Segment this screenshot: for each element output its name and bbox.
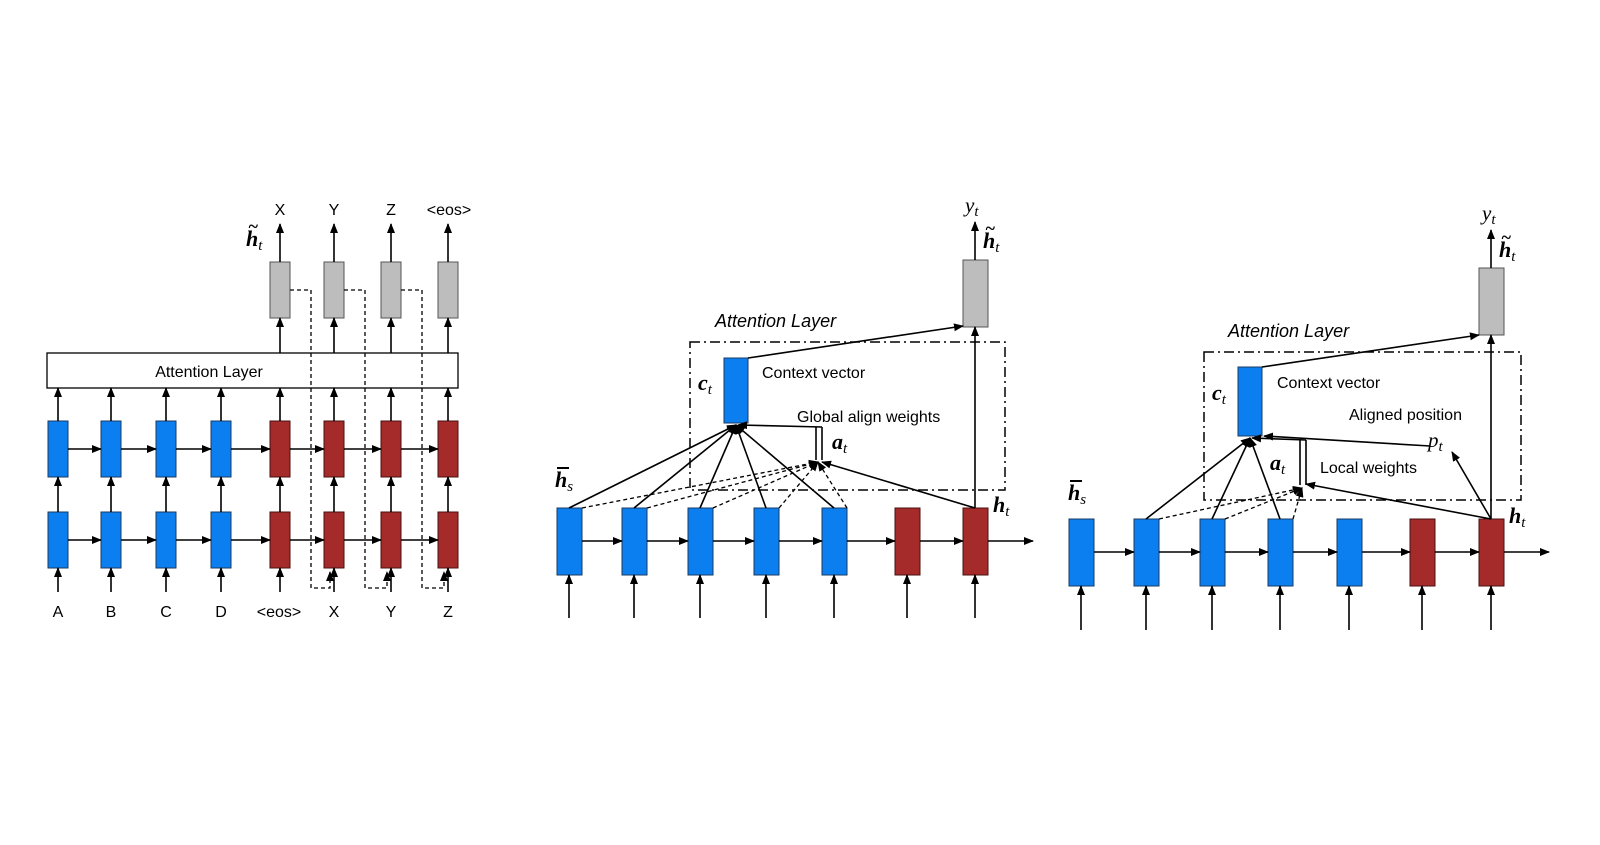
encoder-cell [1133,518,1160,587]
htilde-label: ht [1499,237,1516,265]
decoder-cell [380,511,402,569]
attention-layer-box [46,352,459,389]
yt-label: yt [963,193,979,220]
output-cell [437,261,459,319]
attention-layer-label: Attention Layer [155,364,263,381]
attention-layer-title: Attention Layer [1227,321,1350,341]
global-align-weights-label: Global align weights [797,409,940,426]
decoder-cell [1478,518,1505,587]
ct-label: ct [698,370,713,398]
context-vector-cell [1237,366,1263,437]
decoder-cell [269,511,291,569]
decoder-cell [894,507,921,576]
seq2seq-attention-panel: Attention Layer [46,202,471,621]
input-token: Y [386,604,397,621]
encoder-cell [155,511,177,569]
encoder-cell [155,420,177,478]
encoder-cell [210,420,232,478]
encoder-cell [821,507,848,576]
encoder-cell [753,507,780,576]
output-cell [962,259,989,328]
encoder-cell [47,511,69,569]
tilde-mark: ~ [985,218,995,238]
decoder-cell [962,507,989,576]
global-attention-panel: Attention Layer [555,193,1034,618]
encoder-cell [687,507,714,576]
local-attention-panel: Attention Layer [1068,201,1550,630]
input-token: X [329,604,340,621]
ht-label: ht [993,492,1010,520]
attention-layer-frame [689,341,1006,491]
decoder-cell [269,420,291,478]
output-token: Y [329,202,340,219]
at-label: at [832,429,848,457]
encoder-cell [1199,518,1226,587]
decoder-cell [1409,518,1436,587]
ht-label: ht [1509,503,1526,531]
pt-label: pt [1426,428,1444,455]
htilde-label: ht [246,226,263,254]
encoder-cell [100,420,122,478]
hs-label: hs [555,467,573,495]
local-weights-label: Local weights [1320,460,1417,477]
aligned-position-label: Aligned position [1349,407,1462,424]
encoder-cell [100,511,122,569]
at-label: at [1270,450,1286,478]
context-vector-label: Context vector [1277,375,1381,392]
output-cell [323,261,345,319]
attention-layer-title: Attention Layer [714,311,837,331]
input-token: D [215,604,227,621]
input-token: A [53,604,64,621]
decoder-cell [437,420,459,478]
tilde-mark: ~ [248,216,258,236]
hs-label: hs [1068,480,1086,508]
context-vector-cell [723,357,749,424]
decoder-cell [380,420,402,478]
yt-label: yt [1480,201,1496,228]
encoder-cell [47,420,69,478]
output-cell [1478,267,1505,336]
input-token: Z [443,604,453,621]
encoder-cell [621,507,648,576]
output-cell [380,261,402,319]
decoder-cell [323,420,345,478]
output-token: <eos> [427,202,471,219]
encoder-cell [556,507,583,576]
output-token: Z [386,202,396,219]
tilde-mark: ~ [1501,227,1511,247]
input-token: <eos> [257,604,301,621]
encoder-cell [1267,518,1294,587]
encoder-cell [210,511,232,569]
ct-label: ct [1212,380,1227,408]
context-vector-label: Context vector [762,365,866,382]
output-cell [269,261,291,319]
encoder-cell [1068,518,1095,587]
output-token: X [275,202,286,219]
decoder-cell [437,511,459,569]
attention-layer-frame [1203,351,1522,501]
input-token: C [160,604,172,621]
input-token: B [106,604,117,621]
decoder-cell [323,511,345,569]
htilde-label: ht [983,228,1000,256]
encoder-cell [1336,518,1363,587]
